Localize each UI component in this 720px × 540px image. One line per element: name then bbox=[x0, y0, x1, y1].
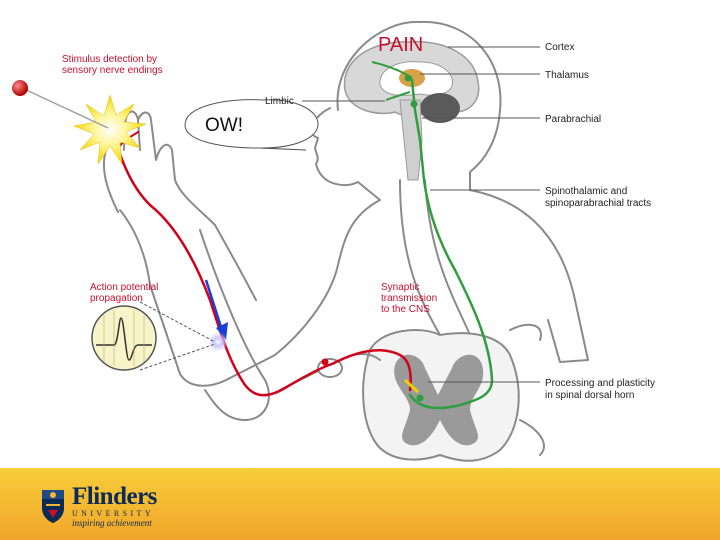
label-synaptic: Synaptic transmission to the CNS bbox=[381, 282, 440, 315]
speech-bubble bbox=[184, 99, 319, 151]
pain-pathway-diagram: OW! PAIN Stimulus detection by sensory n… bbox=[12, 20, 658, 462]
spinal-column bbox=[399, 179, 471, 336]
propagation-arrow-icon bbox=[204, 279, 228, 340]
pain-title: PAIN bbox=[378, 34, 423, 56]
label-processing: Processing and plasticity in spinal dors… bbox=[545, 378, 658, 401]
brand-name: Flinders bbox=[72, 483, 157, 510]
sensory-synapse-dot bbox=[321, 358, 329, 366]
action-potential-glow bbox=[208, 332, 228, 352]
inset-leader-bottom bbox=[139, 343, 216, 371]
pin-head-icon bbox=[12, 80, 28, 96]
university-logo[interactable]: Flinders UNIVERSITY inspiring achievemen… bbox=[40, 482, 157, 530]
arm-outline bbox=[199, 229, 270, 421]
ascending-branch-limbic bbox=[385, 91, 411, 101]
cerebellum bbox=[420, 93, 460, 123]
label-action-potential: Action potential propagation bbox=[90, 282, 161, 304]
inset-gridlines bbox=[103, 310, 145, 366]
pin-shaft bbox=[21, 87, 109, 129]
footer-bar: Flinders UNIVERSITY inspiring achievemen… bbox=[0, 468, 720, 540]
speech-text: OW! bbox=[205, 115, 243, 136]
ascending-pathway bbox=[408, 78, 494, 410]
sensory-pathway bbox=[116, 146, 412, 397]
brand-tagline: inspiring achievement bbox=[72, 518, 152, 528]
dorsal-horn-dot bbox=[416, 394, 424, 402]
university-crest-icon bbox=[42, 490, 64, 523]
label-stimulus: Stimulus detection by sensory nerve endi… bbox=[62, 54, 163, 76]
dorsal-horn-synapse bbox=[403, 378, 420, 394]
label-spinothalamic: Spinothalamic and spinoparabrachial trac… bbox=[545, 186, 651, 209]
brainstem bbox=[399, 99, 423, 181]
body-outline bbox=[119, 20, 589, 387]
brand-subtitle: UNIVERSITY bbox=[72, 509, 154, 518]
label-limbic: Limbic bbox=[265, 96, 294, 107]
stimulus-burst-icon bbox=[73, 94, 147, 165]
inset-leader-top bbox=[139, 301, 216, 343]
action-potential-waveform bbox=[96, 317, 152, 361]
grey-matter bbox=[394, 354, 484, 446]
label-thalamus: Thalamus bbox=[545, 70, 589, 81]
label-parabrachial: Parabrachial bbox=[545, 114, 601, 125]
action-potential-inset bbox=[91, 305, 157, 371]
ventral-root bbox=[509, 323, 545, 456]
thalamus-synapse-dot bbox=[404, 74, 412, 82]
parabrachial-synapse-dot bbox=[410, 100, 418, 108]
label-cortex: Cortex bbox=[545, 42, 574, 53]
